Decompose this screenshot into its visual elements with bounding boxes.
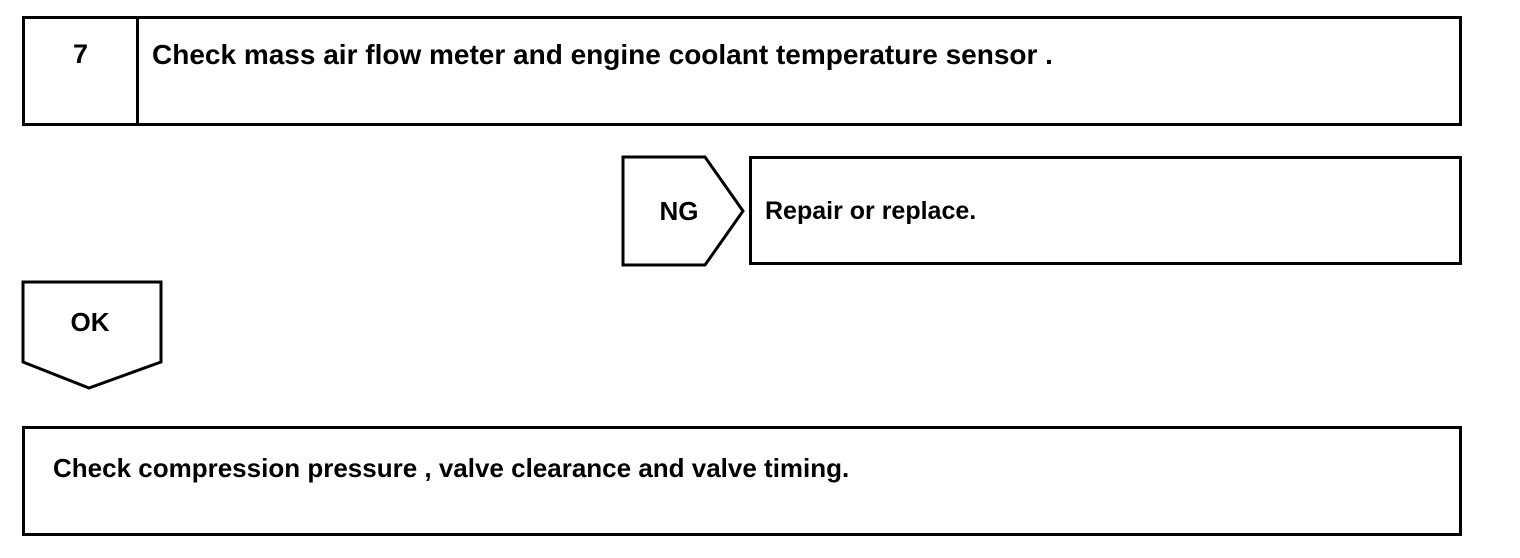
ok-label: OK [70,307,110,337]
step-box: 7 Check mass air flow meter and engine c… [22,16,1462,126]
next-action-box: Check compression pressure , valve clear… [22,426,1462,536]
ng-arrow-shape [621,155,745,267]
ng-action-text: Repair or replace. [765,197,977,225]
next-action-text: Check compression pressure , valve clear… [53,453,850,483]
step-number: 7 [72,39,89,69]
ok-arrow-shape [21,280,163,390]
ng-label: NG [659,196,699,226]
step-title: Check mass air flow meter and engine coo… [152,39,1053,70]
step-number-cell: 7 [25,19,139,123]
ng-action-box: Repair or replace. [749,156,1462,265]
